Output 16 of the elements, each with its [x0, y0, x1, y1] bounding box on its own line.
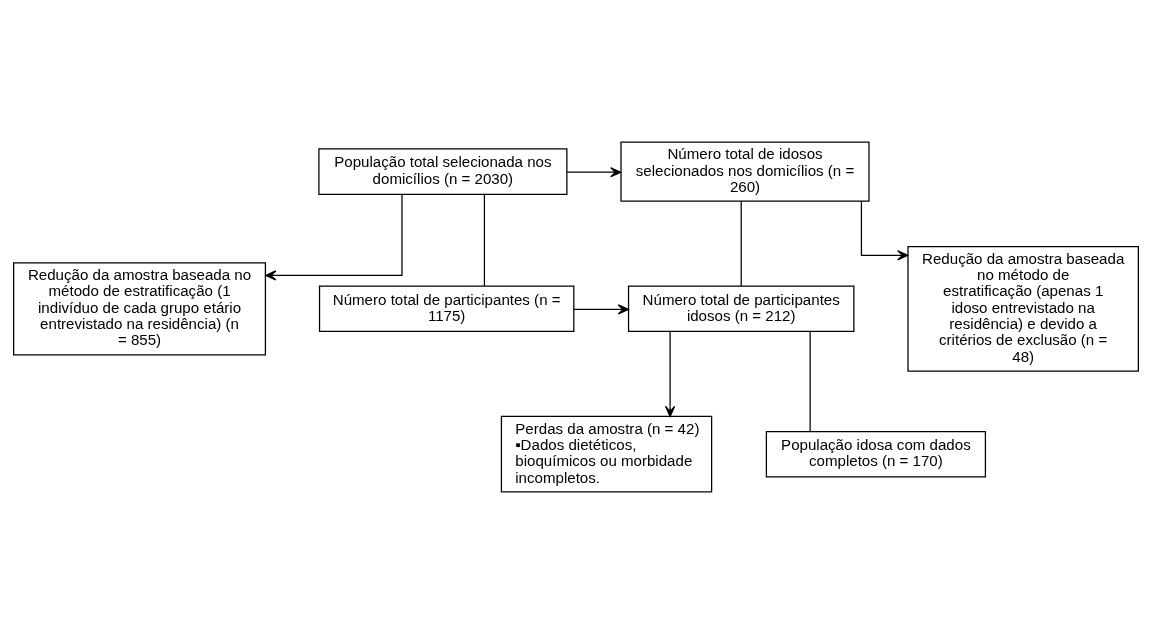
arrow — [566, 166, 622, 177]
node-box: Perdas da amostra (n = 42) ▪Dados dietéticos, bioquímicos ou morbidade incompletos. — [500, 415, 713, 493]
node-box: Número total de idosos selecionados nos domicílios (n = 260) — [620, 140, 870, 202]
node-box: Número total de participantes idosos (n = 212) — [627, 285, 855, 332]
node-box: Número total de participantes (n = 1175) — [318, 285, 575, 332]
arrow — [860, 200, 909, 260]
node-box: Redução da amostra baseada no método de estratificação (apenas 1 idoso entrevistado na residência) e devido a critérios de exclusão (n = 48) — [907, 245, 1139, 372]
arrow — [265, 193, 403, 281]
connector — [809, 330, 811, 432]
node-box: Redução da amostra baseada no método de estratificação (1 indivíduo de cada grupo etário entrevistado na residência) (n = 855) — [13, 261, 267, 355]
arrow — [573, 303, 629, 315]
arrow — [664, 330, 676, 417]
connector — [740, 200, 742, 287]
node-box: População idosa com dados completos (n = 170) — [765, 430, 987, 477]
connector — [483, 193, 486, 286]
node-box: População total selecionada nos domicílios (n = 2030) — [318, 147, 568, 195]
